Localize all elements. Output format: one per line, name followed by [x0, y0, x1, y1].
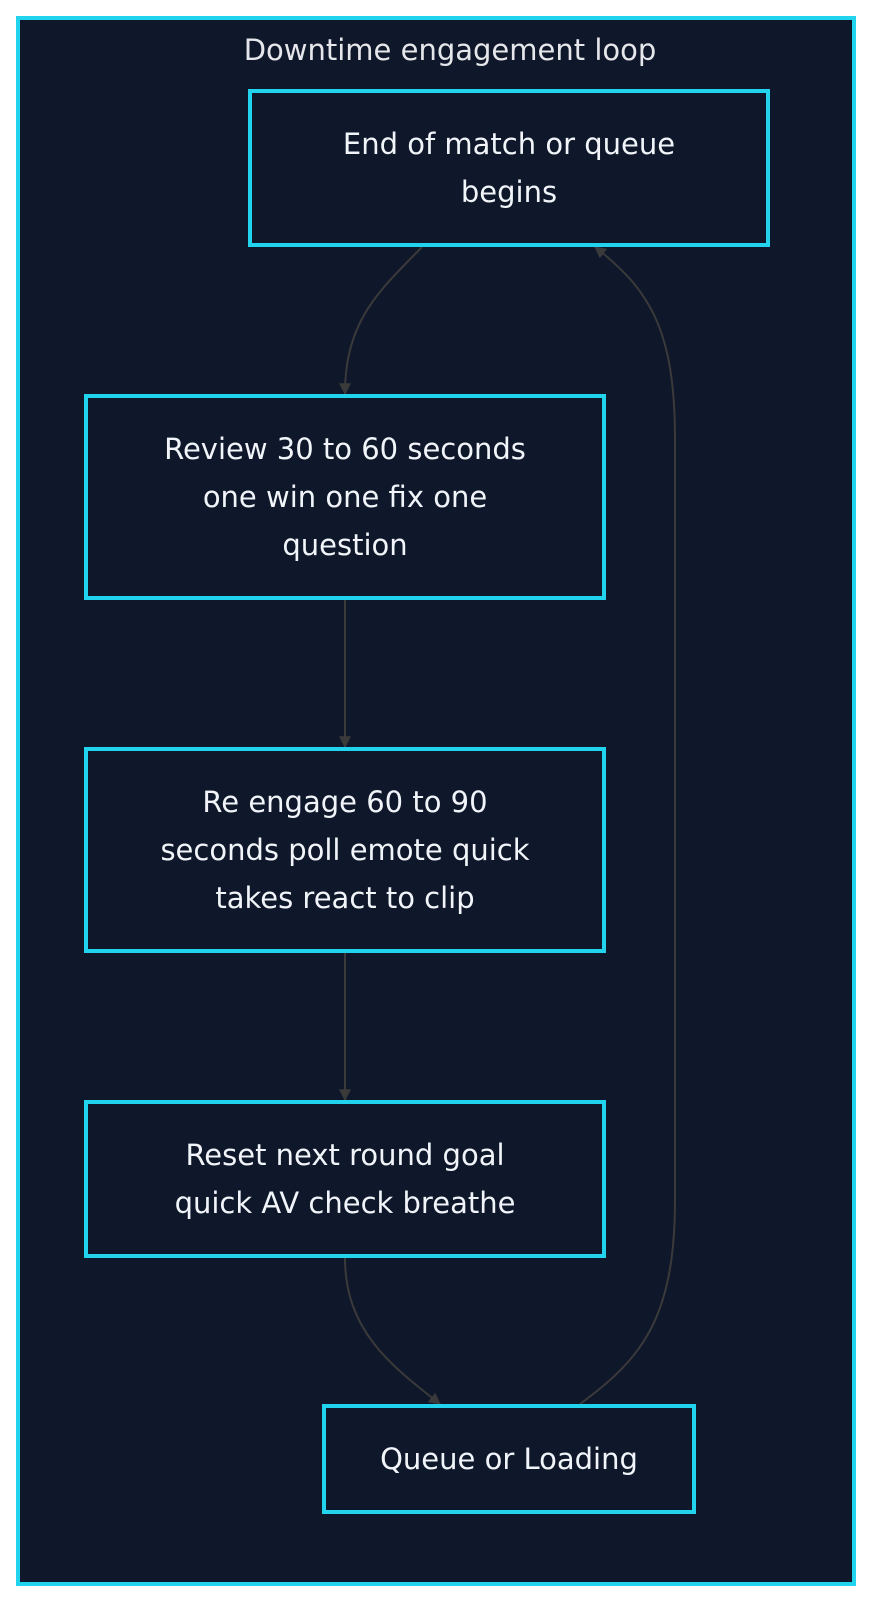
subgraph-title: Downtime engagement loop — [243, 33, 657, 67]
edge-n5-n1 — [579, 246, 676, 1405]
node-reset: Reset next round goal quick AV check bre… — [84, 1100, 606, 1258]
edge-n1-n2 — [339, 246, 423, 396]
node-label: Review 30 to 60 seconds one win one fix … — [164, 432, 526, 562]
edge-n4-n5 — [344, 1257, 441, 1405]
node-label: Re engage 60 to 90 seconds poll emote qu… — [160, 785, 530, 915]
node-label: Queue or Loading — [380, 1442, 638, 1476]
node-label: End of match or queue begins — [342, 127, 676, 209]
node-queue-loading: Queue or Loading — [322, 1404, 696, 1514]
node-label: Reset next round goal quick AV check bre… — [174, 1138, 516, 1220]
node-re-engage: Re engage 60 to 90 seconds poll emote qu… — [84, 747, 606, 953]
node-end-of-match: End of match or queue begins — [248, 89, 770, 247]
node-review: Review 30 to 60 seconds one win one fix … — [84, 394, 606, 600]
